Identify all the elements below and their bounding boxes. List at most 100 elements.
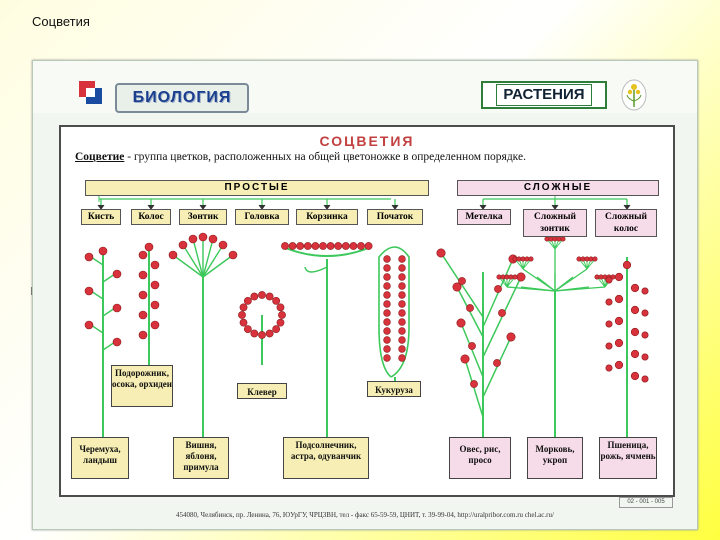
flower (281, 242, 289, 250)
flower (150, 320, 160, 330)
flower (468, 342, 476, 350)
flower (630, 349, 640, 359)
flower (398, 264, 406, 272)
flower (150, 300, 160, 310)
flower (278, 311, 286, 319)
type-panicle: Метелка (457, 209, 511, 225)
flower (398, 318, 406, 326)
flower (150, 280, 160, 290)
inflorescence-panel: СОЦВЕТИЯ Соцветие - группа цветков, расп… (59, 125, 675, 497)
flower (512, 274, 518, 280)
flower (641, 353, 649, 361)
flower (276, 303, 285, 312)
flower (250, 329, 259, 338)
flower (641, 331, 649, 339)
flower (630, 371, 640, 381)
flower (138, 270, 148, 280)
flower (630, 283, 640, 293)
flower (112, 337, 122, 347)
flower (383, 336, 391, 344)
flower (398, 354, 406, 362)
example-carrot: Морковь, укроп (527, 437, 583, 479)
flower (614, 272, 624, 282)
flower (112, 269, 122, 279)
group-complex: СЛОЖНЫЕ (457, 180, 659, 196)
branch (482, 258, 514, 328)
publisher-footer: 454080, Челябинск, пр. Ленина, 76, ЮУрГУ… (176, 511, 554, 519)
flower (349, 242, 358, 250)
flower (228, 250, 238, 260)
type-compound-umbel: Сложный зонтик (523, 209, 587, 237)
flower (605, 364, 613, 372)
flower (622, 260, 632, 270)
flower (303, 242, 312, 250)
ray (506, 286, 556, 292)
type-spike: Колос (131, 209, 171, 225)
pedicel (192, 238, 204, 278)
ray (554, 268, 588, 292)
flower (506, 332, 516, 342)
flower (383, 291, 391, 299)
flower (398, 291, 406, 299)
slide-title: Соцветия (32, 14, 90, 29)
flower (383, 345, 391, 353)
definition-text: - группа цветков, расположенных на общей… (124, 151, 526, 163)
type-spadix: Початок (367, 209, 423, 225)
flower (138, 290, 148, 300)
flower (383, 354, 391, 362)
flower (641, 287, 649, 295)
flower (243, 296, 252, 305)
example-clover: Клевер (237, 383, 287, 399)
flower (398, 255, 406, 263)
flower (460, 354, 470, 364)
pedicel (202, 238, 214, 278)
flower (605, 342, 613, 350)
flower (364, 242, 373, 250)
flower (398, 345, 406, 353)
pedicel (172, 254, 204, 278)
flower (516, 272, 526, 282)
type-umbel: Зонтик (179, 209, 227, 225)
example-sunflower: Подсолнечник, астра, одуванчик (283, 437, 369, 479)
pedicel (202, 244, 224, 278)
flower (630, 327, 640, 337)
flower (238, 311, 246, 319)
flower (144, 242, 154, 252)
flower (436, 248, 446, 258)
flower (341, 242, 350, 250)
flower (218, 240, 228, 250)
branch (482, 336, 512, 398)
branch (456, 286, 484, 338)
flower (98, 246, 108, 256)
flower (239, 318, 248, 327)
flower (150, 260, 160, 270)
flower (592, 256, 598, 262)
example-cherry-tree: Вишня, яблоня, примула (173, 437, 229, 479)
flower (296, 242, 305, 250)
publisher-logo-icon (79, 81, 102, 104)
flower (168, 250, 178, 260)
branch (460, 322, 484, 378)
flower (188, 234, 198, 244)
flower (383, 264, 391, 272)
flower (398, 309, 406, 317)
flower (239, 303, 248, 312)
receptacle (282, 246, 372, 257)
flower (272, 296, 281, 305)
flower (326, 242, 335, 250)
flower (258, 291, 266, 299)
type-compound-spike: Сложный колос (595, 209, 657, 237)
flower-icon (621, 79, 647, 111)
flower (84, 320, 94, 330)
flower (641, 309, 649, 317)
flower (272, 325, 281, 334)
ray (522, 268, 556, 292)
leaf (304, 266, 328, 273)
flower (112, 303, 122, 313)
flower (357, 242, 365, 250)
flower (560, 236, 566, 242)
flower (466, 304, 474, 312)
type-basket: Корзинка (296, 209, 358, 225)
flower (276, 318, 285, 327)
example-oats: Овес, рис, просо (449, 437, 511, 479)
